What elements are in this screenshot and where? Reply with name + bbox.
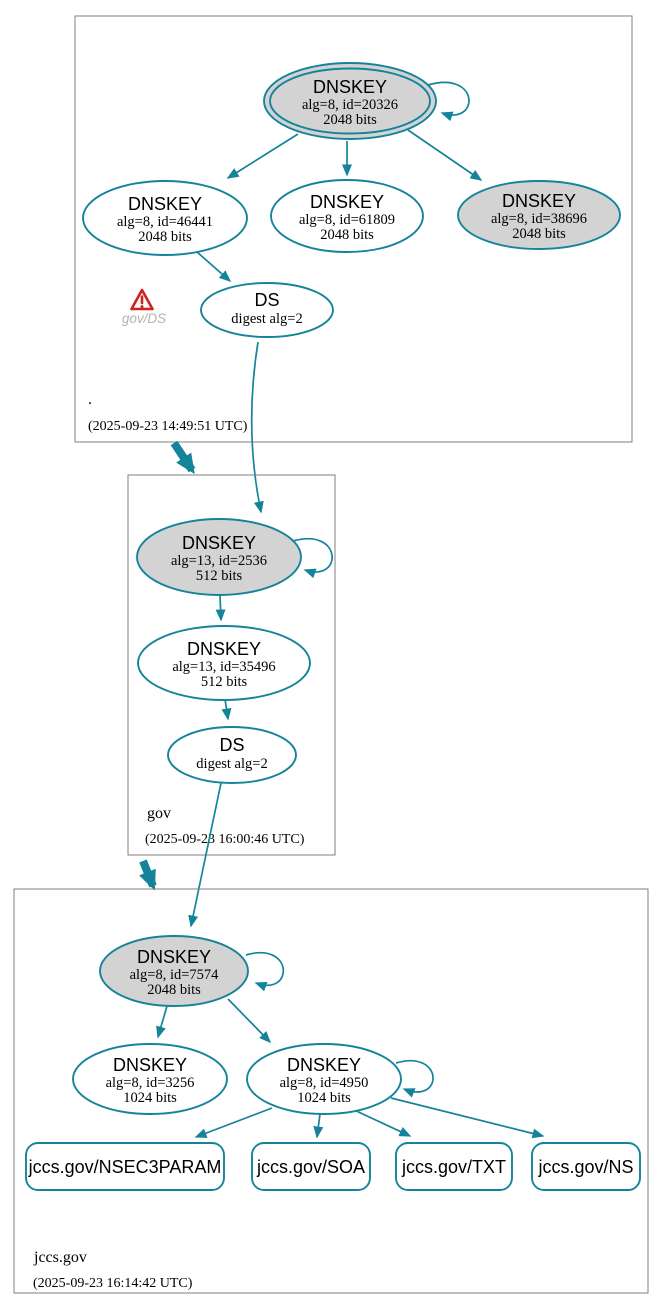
node-bits: 512 bits xyxy=(201,674,248,690)
edge-ksk7574-to-zsk4950 xyxy=(227,998,272,1044)
warning-label: gov/DS xyxy=(122,311,166,326)
node-bits: 1024 bits xyxy=(123,1090,177,1106)
zone-jccs-label: jccs.gov xyxy=(33,1249,87,1266)
node-title: DS xyxy=(254,290,279,310)
node-dnskey-2536[interactable]: DNSKEY alg=13, id=2536 512 bits xyxy=(136,518,302,596)
node-detail: alg=13, id=35496 xyxy=(172,659,275,675)
edge-ksk2536-to-zsk35496 xyxy=(215,594,226,622)
delegation-arrow-gov-to-jccs xyxy=(139,859,157,891)
edge-ksk7574-self-loop xyxy=(245,952,285,992)
node-rrset-ns[interactable]: jccs.gov/NS xyxy=(531,1142,641,1191)
node-bits: 512 bits xyxy=(196,568,243,584)
node-detail: alg=8, id=61809 xyxy=(299,212,395,228)
zone-jccs-border xyxy=(13,888,649,1294)
node-detail: alg=8, id=20326 xyxy=(302,97,398,113)
node-detail: alg=8, id=46441 xyxy=(117,214,213,230)
zone-jccs-edges xyxy=(156,952,545,1139)
node-dnskey-7574[interactable]: DNSKEY alg=8, id=7574 2048 bits xyxy=(99,935,249,1007)
rrset-label: jccs.gov/SOA xyxy=(256,1157,365,1177)
node-bits: 1024 bits xyxy=(297,1090,351,1106)
rrset-label: jccs.gov/NSEC3PARAM xyxy=(28,1157,222,1177)
edge-zsk35496-to-ds xyxy=(221,698,232,721)
node-dnskey-35496[interactable]: DNSKEY alg=13, id=35496 512 bits xyxy=(137,625,311,701)
node-title: DNSKEY xyxy=(502,191,576,211)
edge-root-ds-to-gov-ksk xyxy=(250,341,264,514)
zone-root: DNSKEY alg=8, id=20326 2048 bits DNSKEY … xyxy=(74,15,633,443)
node-title: DNSKEY xyxy=(187,639,261,659)
node-detail: alg=8, id=3256 xyxy=(106,1075,195,1091)
node-bits: 2048 bits xyxy=(320,227,374,243)
zone-root-timestamp: (2025-09-23 14:49:51 UTC) xyxy=(88,419,248,434)
node-rrset-nsec3param[interactable]: jccs.gov/NSEC3PARAM xyxy=(25,1142,225,1191)
node-dnskey-3256[interactable]: DNSKEY alg=8, id=3256 1024 bits xyxy=(72,1043,228,1115)
node-title: DNSKEY xyxy=(182,533,256,553)
zone-root-edges xyxy=(196,81,483,282)
node-title: DNSKEY xyxy=(287,1055,361,1075)
node-bits: 2048 bits xyxy=(138,229,192,245)
edge-zsk4950-self-loop xyxy=(395,1060,434,1098)
zone-gov-border xyxy=(127,474,336,856)
node-rrset-soa[interactable]: jccs.gov/SOA xyxy=(251,1142,371,1191)
node-dnskey-38696[interactable]: DNSKEY alg=8, id=38696 2048 bits xyxy=(457,180,621,250)
node-rrset-txt[interactable]: jccs.gov/TXT xyxy=(395,1142,513,1191)
node-dnskey-4950[interactable]: DNSKEY alg=8, id=4950 1024 bits xyxy=(246,1043,402,1115)
zone-jccs-gov: DNSKEY alg=8, id=7574 2048 bits DNSKEY a… xyxy=(13,888,649,1294)
node-detail: digest alg=2 xyxy=(231,311,302,327)
zone-root-label: . xyxy=(88,391,92,408)
node-bits: 2048 bits xyxy=(512,226,566,242)
edge-ksk7574-to-zsk3256 xyxy=(156,1005,168,1039)
zone-gov-edges xyxy=(215,538,333,721)
zone-root-border xyxy=(74,15,633,443)
node-title: DNSKEY xyxy=(113,1055,187,1075)
edge-zsk4950-to-txt xyxy=(351,1108,412,1137)
zone-jccs-timestamp: (2025-09-23 16:14:42 UTC) xyxy=(33,1276,193,1291)
node-title: DNSKEY xyxy=(128,194,202,214)
node-dnskey-20326[interactable]: DNSKEY alg=8, id=20326 2048 bits xyxy=(263,62,437,140)
edge-zsk46441-to-ds xyxy=(196,251,232,282)
edge-zsk4950-to-soa xyxy=(313,1113,324,1139)
edge-ksk20326-to-zsk46441 xyxy=(226,133,299,179)
delegation-arrow-root-to-gov xyxy=(170,440,196,475)
node-detail: alg=8, id=38696 xyxy=(491,211,587,227)
edge-ksk2536-self-loop xyxy=(292,538,333,579)
edge-ksk20326-self-loop xyxy=(427,81,470,122)
zone-gov: DNSKEY alg=13, id=2536 512 bits DNSKEY a… xyxy=(127,474,336,856)
edge-zsk4950-to-nsec3param xyxy=(194,1107,273,1138)
node-title: DNSKEY xyxy=(313,77,387,97)
node-detail: alg=8, id=4950 xyxy=(280,1075,369,1091)
node-dnskey-61809[interactable]: DNSKEY alg=8, id=61809 2048 bits xyxy=(270,179,424,253)
warning-icon xyxy=(130,288,154,311)
node-detail: digest alg=2 xyxy=(196,756,267,772)
node-title: DNSKEY xyxy=(137,947,211,967)
zone-gov-label: gov xyxy=(147,805,171,822)
zone-gov-timestamp: (2025-09-23 16:00:46 UTC) xyxy=(145,832,305,847)
node-ds-gov[interactable]: DS digest alg=2 xyxy=(167,726,297,784)
node-detail: alg=8, id=7574 xyxy=(130,967,220,983)
node-title: DNSKEY xyxy=(310,192,384,212)
node-bits: 2048 bits xyxy=(323,112,377,128)
edge-zsk4950-to-ns xyxy=(390,1097,545,1139)
node-detail: alg=13, id=2536 xyxy=(171,553,267,569)
edge-gov-ds-to-jccs-ksk xyxy=(188,782,222,928)
node-ds-root[interactable]: DS digest alg=2 xyxy=(200,282,334,338)
rrset-label: jccs.gov/TXT xyxy=(401,1157,506,1177)
rrset-label: jccs.gov/NS xyxy=(537,1157,633,1177)
node-bits: 2048 bits xyxy=(147,982,201,998)
node-dnskey-46441[interactable]: DNSKEY alg=8, id=46441 2048 bits xyxy=(82,180,248,256)
node-title: DS xyxy=(219,735,244,755)
edge-ksk20326-to-ksk38696 xyxy=(407,129,483,181)
